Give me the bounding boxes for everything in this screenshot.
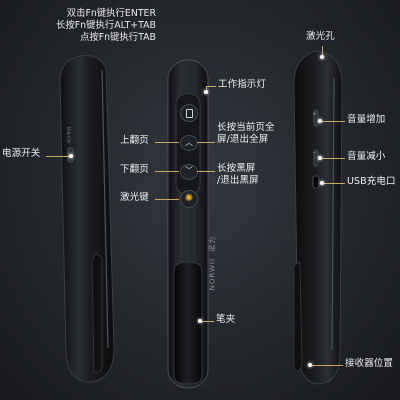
blackscreen-label: 长按黑屏 /退出黑屏 (217, 163, 259, 187)
fullscreen-label-line1: 长按当前页全 (217, 122, 275, 133)
brand-cn: 诺为 (208, 235, 217, 252)
volume-down-dot (318, 156, 322, 160)
usb-port-label: USB充电口 (347, 176, 396, 187)
pen-clip-label: 笔夹 (216, 314, 236, 325)
laser-key-label: 激光键 (120, 192, 149, 203)
usb-port-dot (320, 181, 324, 185)
laser-key-leader (155, 199, 179, 200)
volume-up-label: 音量增加 (347, 114, 386, 125)
volume-minus-icon: − (312, 149, 318, 156)
brand-mark: NORWII 诺为 (207, 236, 217, 291)
left-device-side-view (44, 48, 124, 393)
chevron-up-icon: ︿ (185, 138, 193, 147)
receiver-slot-dot (308, 363, 312, 367)
volume-down-label: 音量减小 (347, 151, 386, 162)
pen-clip-dot (198, 319, 202, 323)
volume-plus-icon: + (312, 111, 318, 118)
fullscreen-leader (197, 142, 215, 143)
page-down-button[interactable]: ﹀ (180, 164, 198, 180)
volume-up-dot (318, 119, 322, 123)
power-switch-label: 电源开关 (2, 148, 41, 159)
volume-up-leader (320, 121, 345, 122)
laser-hole-leader (322, 46, 323, 56)
receiver-slot-leader (310, 365, 343, 366)
blackscreen-label-line1: 长按黑屏 (217, 163, 256, 174)
blackscreen-leader (197, 171, 215, 172)
page-up-button[interactable]: ︿ (180, 135, 198, 151)
fullscreen-label-line2: 屏/退出全屏 (217, 133, 269, 145)
volume-down-leader (320, 158, 345, 159)
indicator-dot (204, 90, 208, 94)
fn-button-icon (186, 109, 193, 118)
fn-note-double-click: 双击Fn键执行ENTER (66, 8, 156, 19)
fn-note-tap: 点按Fn键执行TAB (79, 32, 156, 43)
fn-key-notes: 双击Fn键执行ENTER 长按Fn键执行ALT+TAB 点按Fn键执行TAB (56, 8, 156, 44)
indicator-label: 工作指示灯 (218, 79, 267, 90)
indicator-leader (206, 86, 216, 87)
chevron-down-icon: ﹀ (185, 166, 193, 175)
power-switch-dot (69, 154, 73, 158)
power-switch-leader (46, 156, 70, 157)
page-up-leader (155, 142, 179, 143)
fn-note-long-press: 长按Fn键执行ALT+TAB (56, 20, 156, 31)
page-down-leader (155, 171, 179, 172)
right-device-side-view (284, 44, 354, 392)
blackscreen-label-line2: /退出黑屏 (217, 174, 259, 186)
page-down-label: 下翻页 (120, 164, 149, 175)
laser-hole-label: 激光孔 (306, 31, 335, 42)
pen-clip-leader (200, 321, 214, 322)
page-up-label: 上翻页 (120, 135, 149, 146)
receiver-slot-label: 接收器位置 (345, 358, 394, 369)
fn-button[interactable] (180, 104, 198, 122)
side-switch-mark: TAB·ON (65, 126, 70, 143)
usb-port-leader (322, 183, 345, 184)
brand-name: NORWII (208, 257, 217, 291)
laser-button[interactable]: ✺ (180, 190, 198, 208)
fullscreen-label: 长按当前页全 屏/退出全屏 (217, 122, 275, 146)
laser-sun-icon: ✺ (184, 193, 194, 204)
laser-hole-dot (320, 55, 324, 59)
indicator-leader-v (206, 86, 207, 92)
